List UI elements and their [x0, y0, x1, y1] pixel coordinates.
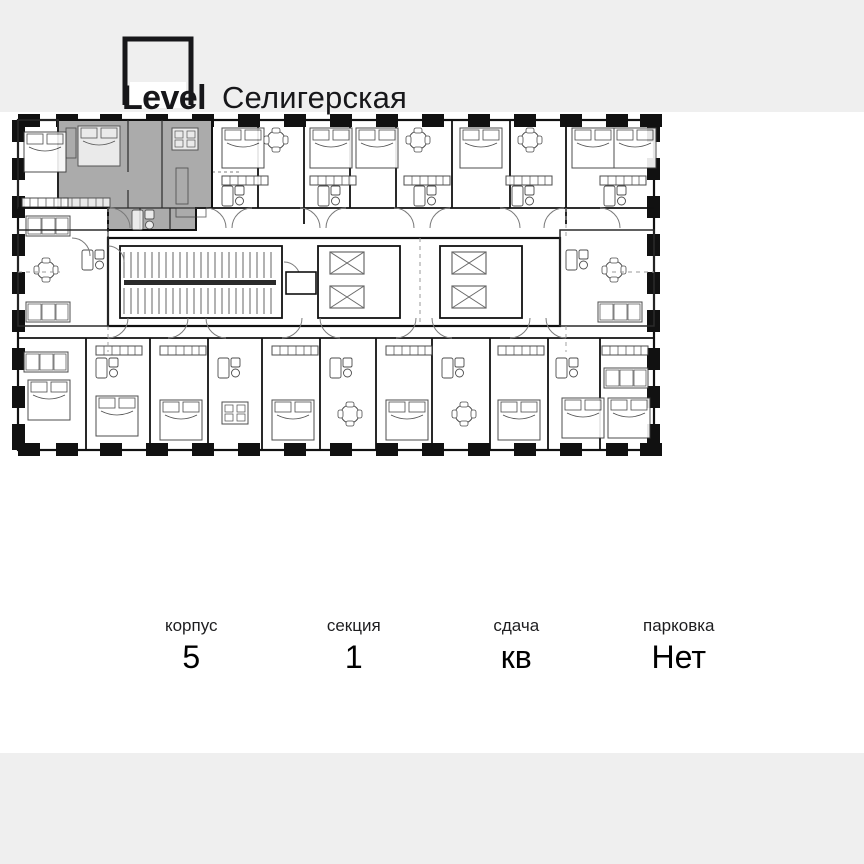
stat-korpus-value: 5 [182, 639, 201, 675]
stat-parkovka: парковка Нет [598, 615, 761, 685]
stat-parkovka-label: парковка [643, 616, 715, 635]
elevator-group-right [439, 245, 523, 319]
project-name: Селигерская [221, 80, 408, 115]
staircase [119, 245, 283, 319]
brand-text-row: Level Селигерская [122, 76, 407, 120]
square-bracket-logo-icon [122, 36, 194, 108]
property-stats: корпус 5 секция 1 сдача кв парковка Нет [110, 615, 760, 685]
stat-parkovka-value: Нет [651, 639, 707, 675]
floor-plan-drawing[interactable] [0, 112, 864, 632]
apartment-row-top[interactable] [211, 120, 657, 224]
stat-sdacha: сдача кв [435, 615, 598, 685]
stat-korpus-label: корпус [164, 616, 218, 635]
elevator-group-left [317, 245, 401, 319]
axis-dashes [18, 208, 654, 352]
brand-logo: Level Селигерская [122, 36, 522, 126]
doors-bottom-corridor [107, 317, 567, 339]
apartment-row-bottom[interactable] [18, 317, 654, 450]
stat-sdacha-value: кв [500, 639, 532, 675]
doors-top-corridor [109, 207, 621, 229]
facade-columns-bottom [18, 443, 662, 456]
brand-logo-word: Level [122, 79, 207, 117]
apartment-upper-left-corner[interactable] [17, 119, 108, 237]
stat-sektsiya: секция 1 [273, 615, 436, 685]
apartment-left-middle[interactable] [17, 229, 109, 327]
stat-sektsiya-label: секция [326, 616, 381, 635]
floor-plan[interactable] [0, 112, 864, 632]
building-core [106, 236, 562, 328]
stat-sektsiya-value: 1 [344, 639, 363, 675]
stat-sdacha-label: сдача [493, 616, 540, 635]
apartment-right-middle[interactable] [559, 229, 655, 327]
stat-korpus: корпус 5 [110, 615, 273, 685]
